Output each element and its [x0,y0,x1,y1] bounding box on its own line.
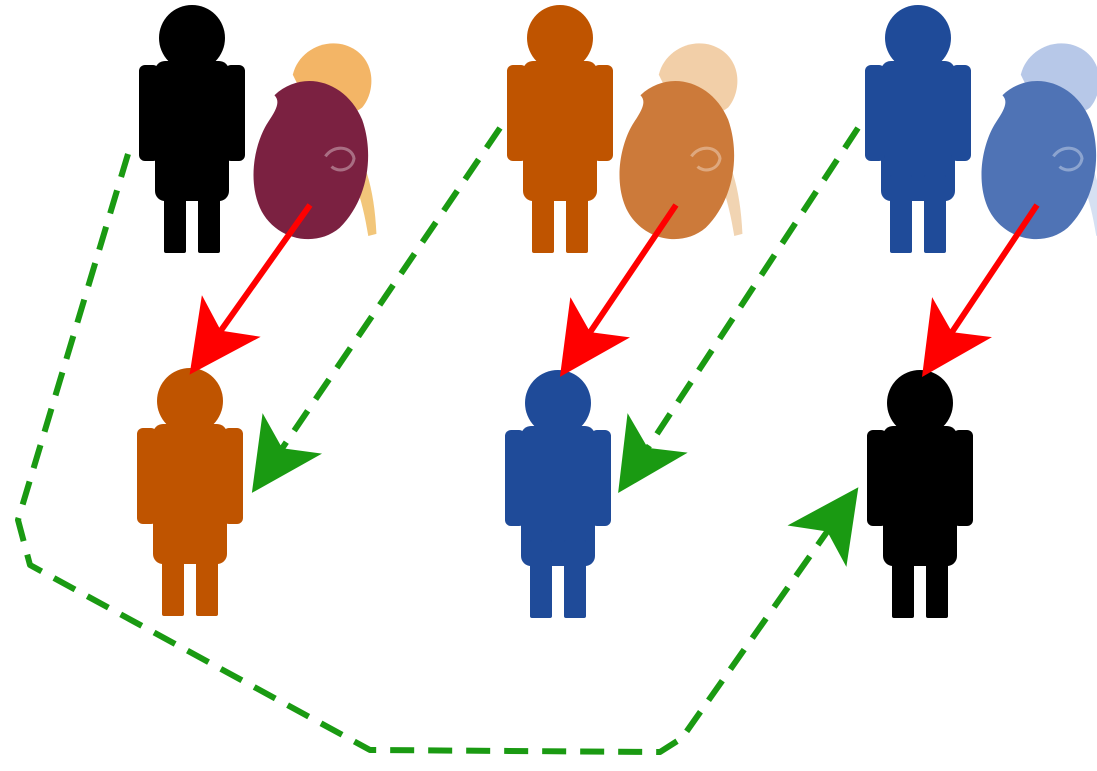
kidney-transfer-arrow-1 [189,203,313,375]
pairing-arrow-3 [15,153,859,755]
kidney-transfer-arrow-2 [559,203,679,377]
donor-1-person-icon [139,5,245,253]
recipient-3-person-icon [867,370,973,618]
kidney-transfer-arrow-3 [921,203,1040,377]
link-layer [15,126,1040,755]
donor-2-person-icon [507,5,613,253]
pairing-arrow-2 [618,126,861,494]
recipient-2-person-icon [505,370,611,618]
donor-1-kidney-icon [253,43,377,240]
donor-2-kidney-icon [619,43,743,240]
donor-row [139,5,1097,253]
recipient-1-person-icon [137,368,243,616]
recipient-row [137,368,973,618]
donor-3-kidney-icon [981,43,1097,240]
donor-3-person-icon [865,5,971,253]
pairing-arrow-1 [251,126,503,493]
